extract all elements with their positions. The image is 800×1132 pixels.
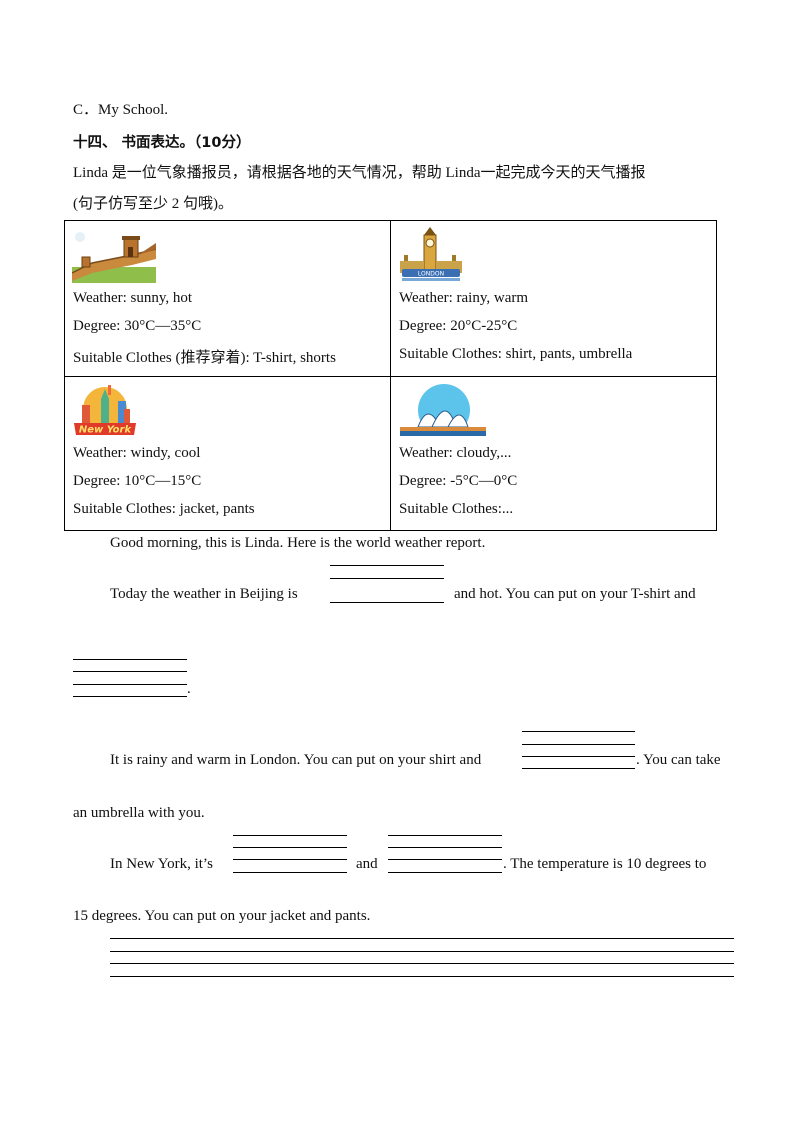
cell-beijing: Weather: sunny, hot Degree: 30°C—35°C Su… — [65, 221, 390, 376]
blank-clothes-line-1 — [73, 659, 187, 660]
instruction-line-2: (句子仿写至少 2 句哦)。 — [73, 196, 233, 212]
blank-ny-2-answer[interactable] — [388, 872, 502, 873]
passage-p2-end: . — [187, 681, 191, 697]
blank-clothes-line-3 — [73, 684, 187, 685]
statue-of-liberty-icon: New York — [74, 385, 136, 436]
new-york-clothes: Suitable Clothes: jacket, pants — [73, 501, 255, 517]
blank-london-line-3 — [522, 756, 635, 757]
blank-beijing-answer[interactable] — [330, 602, 444, 603]
beijing-clothes: Suitable Clothes (推荐穿着): T-shirt, shorts — [73, 350, 336, 366]
passage-p2-b: and hot. You can put on your T-shirt and — [454, 586, 696, 602]
new-york-logo-text: New York — [79, 425, 133, 436]
table-divider-vertical — [390, 221, 391, 530]
passage-p3-c: an umbrella with you. — [73, 805, 205, 821]
beijing-degree: Degree: 30°C—35°C — [73, 318, 202, 334]
great-wall-icon — [72, 232, 156, 283]
section-heading: 十四、 书面表达。（10分） — [73, 135, 251, 151]
new-york-weather: Weather: windy, cool — [73, 445, 201, 461]
writing-line-4[interactable] — [110, 976, 734, 977]
blank-beijing-line-2 — [330, 578, 444, 579]
passage-p2-a: Today the weather in Beijing is — [110, 586, 298, 602]
passage-p3-b: . You can take — [636, 752, 721, 768]
cell-london: LONDON Weather: rainy, warm Degree: 20°C… — [391, 221, 717, 376]
table-divider-horizontal — [65, 376, 716, 377]
london-clothes: Suitable Clothes: shirt, pants, umbrella — [399, 346, 633, 362]
big-ben-icon: LONDON — [400, 227, 462, 281]
beijing-weather: Weather: sunny, hot — [73, 290, 193, 306]
blank-beijing-line-1 — [330, 565, 444, 566]
weather-table: Weather: sunny, hot Degree: 30°C—35°C Su… — [64, 220, 717, 531]
blank-london-line-2 — [522, 744, 635, 745]
passage-p1: Good morning, this is Linda. Here is the… — [110, 535, 486, 551]
blank-london-answer[interactable] — [522, 768, 635, 769]
sydney-weather: Weather: cloudy,... — [399, 445, 512, 461]
cell-new-york: New York Weather: windy, cool Degree: 10… — [65, 377, 390, 531]
passage-p4-and: and — [356, 856, 378, 872]
writing-line-1[interactable] — [110, 938, 734, 939]
blank-ny-2-line-1 — [388, 835, 502, 836]
passage-p3-a: It is rainy and warm in London. You can … — [110, 752, 482, 768]
london-logo-text: LONDON — [418, 271, 444, 278]
cell-sydney: Weather: cloudy,... Degree: -5°C—0°C Sui… — [391, 377, 717, 531]
blank-ny-1-answer[interactable] — [233, 872, 347, 873]
blank-clothes-line-2 — [73, 671, 187, 672]
blank-ny-2-line-2 — [388, 847, 502, 848]
london-weather: Weather: rainy, warm — [399, 290, 529, 306]
passage-p4-b: . The temperature is 10 degrees to — [503, 856, 707, 872]
blank-ny-1-line-1 — [233, 835, 347, 836]
sydney-degree: Degree: -5°C—0°C — [399, 473, 518, 489]
blank-clothes-answer[interactable] — [73, 696, 187, 697]
sydney-clothes: Suitable Clothes:... — [399, 501, 514, 517]
new-york-degree: Degree: 10°C—15°C — [73, 473, 202, 489]
london-degree: Degree: 20°C-25°C — [399, 318, 518, 334]
blank-london-line-1 — [522, 731, 635, 732]
writing-line-3[interactable] — [110, 963, 734, 964]
blank-ny-1-line-3 — [233, 859, 347, 860]
option-c: C．My School. — [73, 102, 169, 118]
instruction-line-1: Linda 是一位气象播报员，请根据各地的天气情况，帮助 Linda一起完成今天… — [73, 165, 646, 181]
passage-p4-a: In New York, it’s — [110, 856, 213, 872]
blank-ny-1-line-2 — [233, 847, 347, 848]
blank-ny-2-line-3 — [388, 859, 502, 860]
passage-p4-c: 15 degrees. You can put on your jacket a… — [73, 908, 371, 924]
writing-line-2[interactable] — [110, 951, 734, 952]
sydney-opera-house-icon — [400, 384, 486, 436]
